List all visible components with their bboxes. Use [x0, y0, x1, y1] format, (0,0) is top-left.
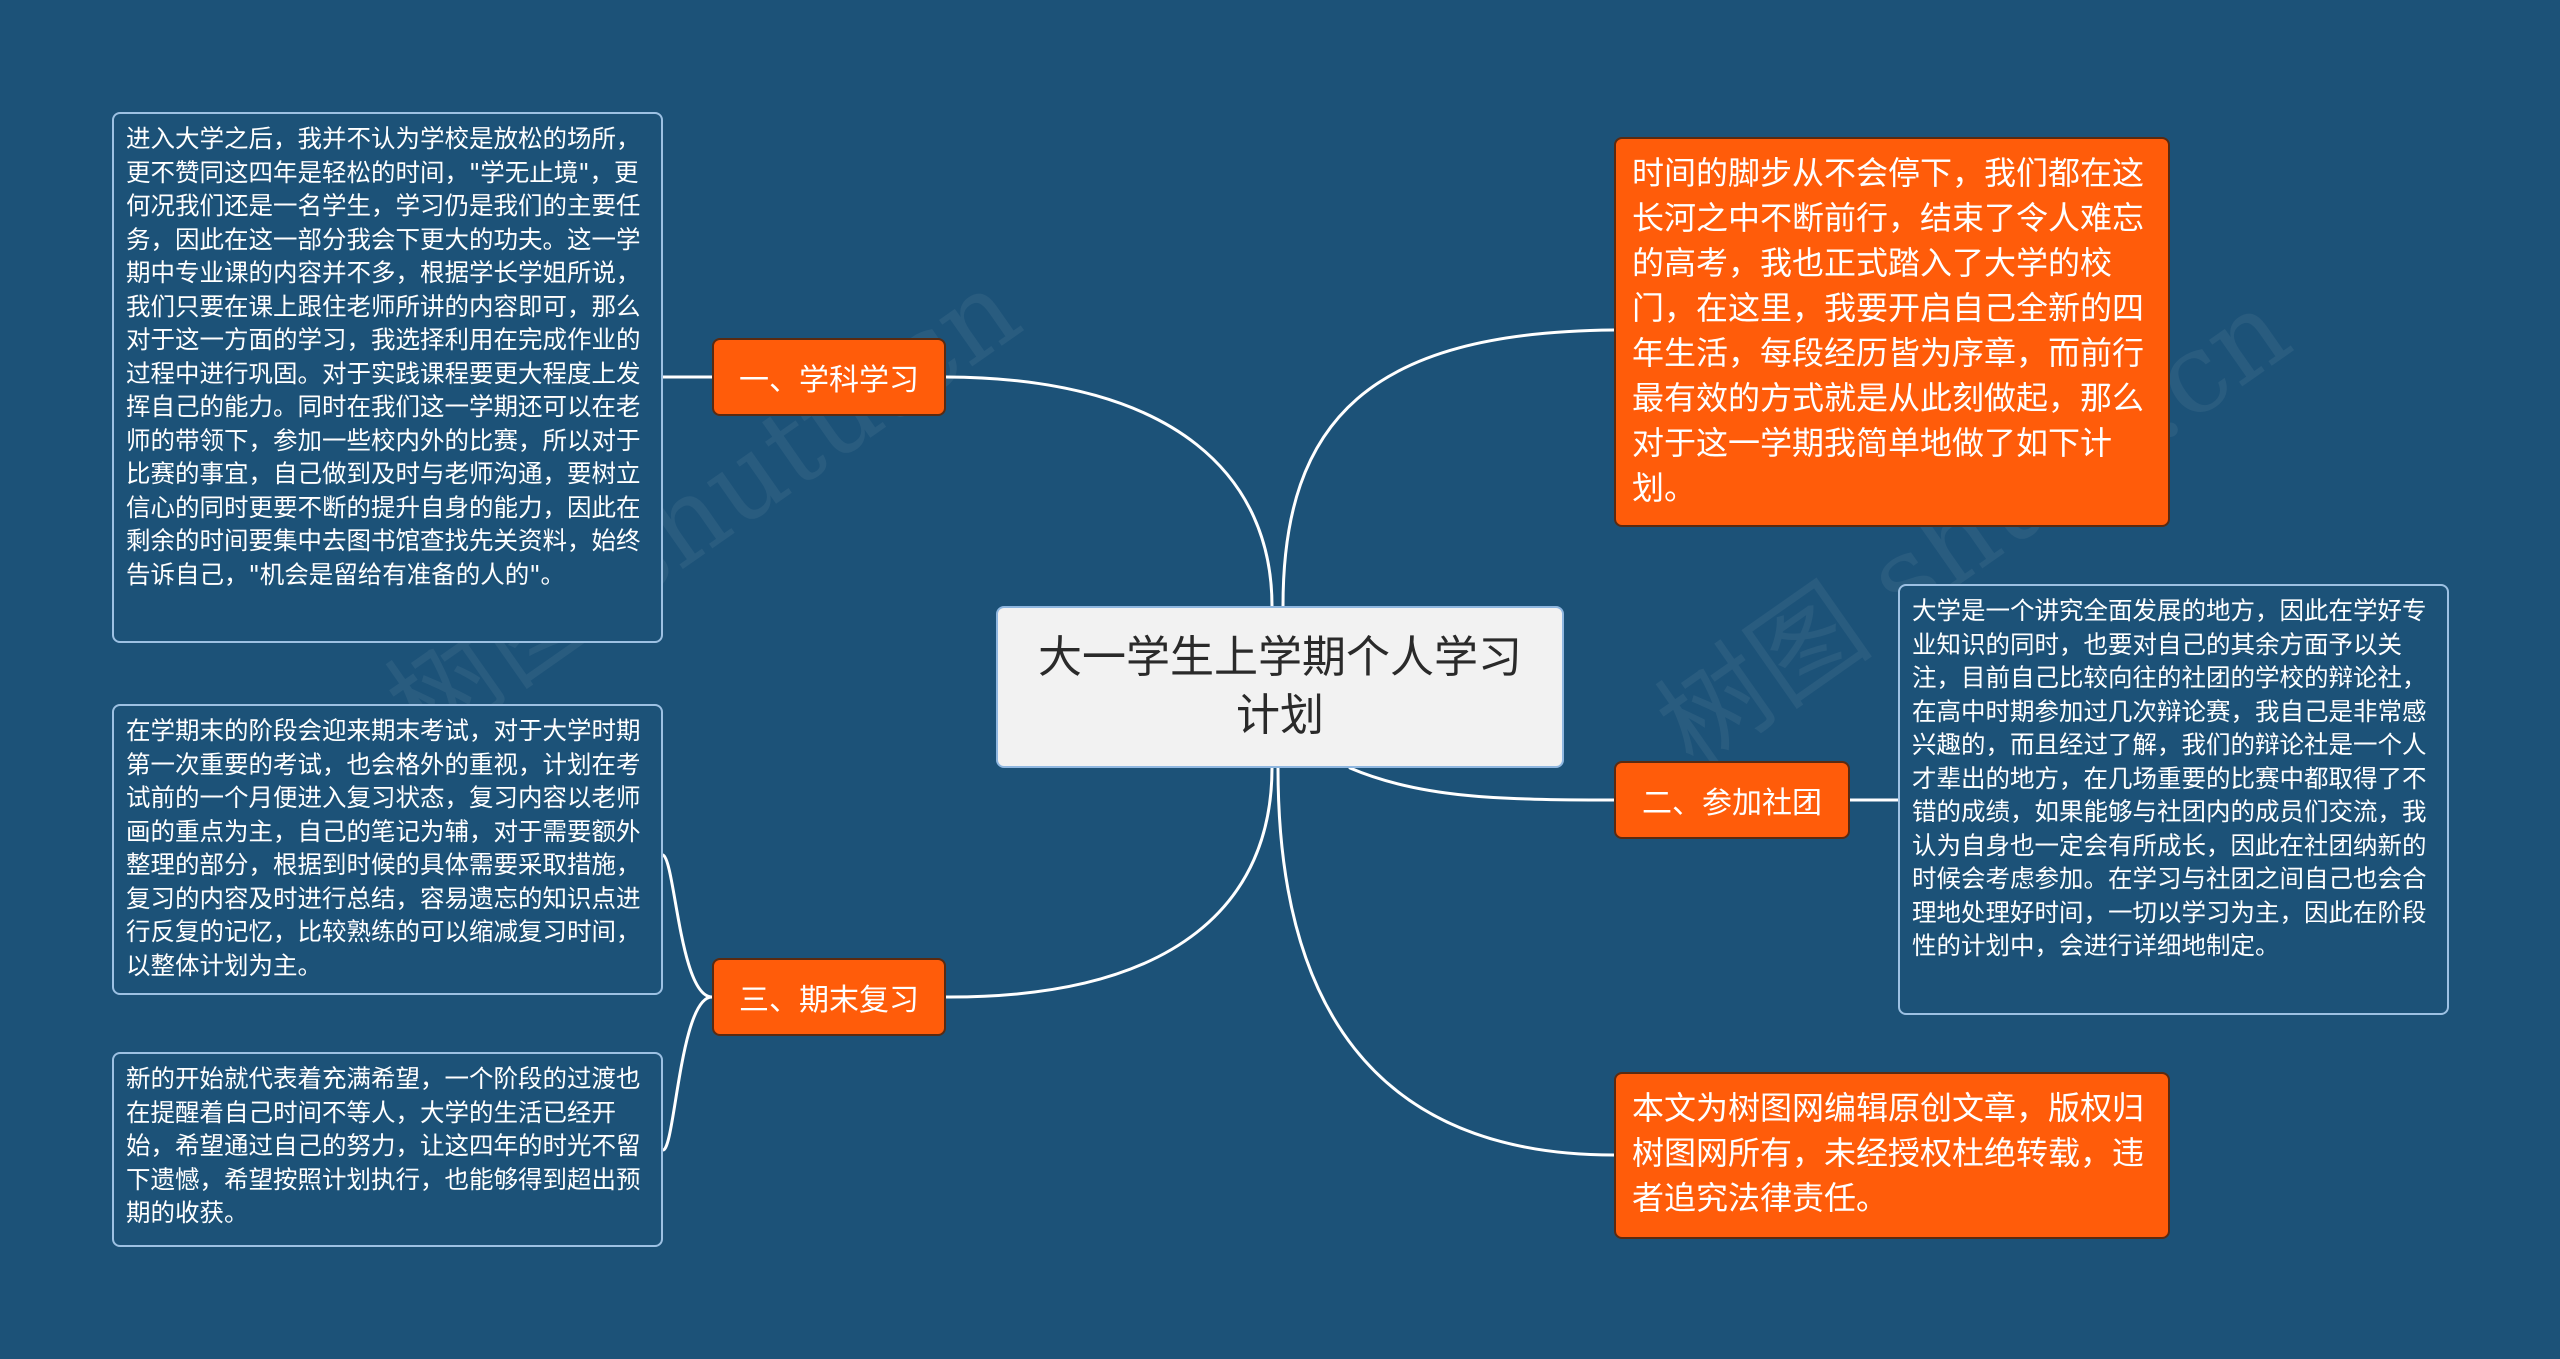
- leaf-text: 在学期末的阶段会迎来期末考试，对于大学时期第一次重要的考试，也会格外的重视，计划…: [126, 716, 641, 980]
- leaf-review-detail[interactable]: 在学期末的阶段会迎来期末考试，对于大学时期第一次重要的考试，也会格外的重视，计划…: [112, 704, 663, 995]
- branch-label: 三、期末复习: [739, 983, 919, 1018]
- branch-label: 二、参加社团: [1642, 786, 1822, 821]
- leaf-text: 新的开始就代表着充满希望，一个阶段的过渡也在提醒着自己时间不等人，大学的生活已经…: [126, 1064, 641, 1227]
- branch-join-club[interactable]: 二、参加社团: [1614, 761, 1850, 839]
- link-root-copyright: [1276, 766, 1616, 1157]
- link-root-intro: [1281, 328, 1616, 608]
- link-review-detail: [661, 853, 714, 999]
- link-review-conclusion: [661, 995, 714, 1152]
- branch-final-review[interactable]: 三、期末复习: [712, 958, 946, 1036]
- leaf-club-detail[interactable]: 大学是一个讲究全面发展的地方，因此在学好专业知识的同时，也要对自己的其余方面予以…: [1898, 584, 2449, 1015]
- intro-text: 时间的脚步从不会停下，我们都在这长河之中不断前行，结束了令人难忘的高考，我也正式…: [1632, 154, 2145, 507]
- branch-label: 一、学科学习: [739, 363, 919, 398]
- leaf-subject-detail[interactable]: 进入大学之后，我并不认为学校是放松的场所，更不赞同这四年是轻松的时间，"学无止境…: [112, 112, 663, 643]
- leaf-text: 大学是一个讲究全面发展的地方，因此在学好专业知识的同时，也要对自己的其余方面予以…: [1912, 596, 2427, 960]
- copyright-text: 本文为树图网编辑原创文章，版权归树图网所有，未经授权杜绝转载，违者追究法律责任。: [1632, 1089, 2145, 1217]
- intro-node[interactable]: 时间的脚步从不会停下，我们都在这长河之中不断前行，结束了令人难忘的高考，我也正式…: [1614, 137, 2170, 527]
- root-topic[interactable]: 大一学生上学期个人学习计划: [996, 606, 1564, 768]
- leaf-conclusion[interactable]: 新的开始就代表着充满希望，一个阶段的过渡也在提醒着自己时间不等人，大学的生活已经…: [112, 1052, 663, 1247]
- link-root-club: [1348, 766, 1616, 802]
- link-root-review: [944, 766, 1274, 999]
- leaf-text: 进入大学之后，我并不认为学校是放松的场所，更不赞同这四年是轻松的时间，"学无止境…: [126, 124, 641, 589]
- branch-subject-study[interactable]: 一、学科学习: [712, 338, 946, 416]
- copyright-node[interactable]: 本文为树图网编辑原创文章，版权归树图网所有，未经授权杜绝转载，违者追究法律责任。: [1614, 1072, 2170, 1239]
- root-title: 大一学生上学期个人学习计划: [1038, 632, 1522, 741]
- link-root-subject: [944, 375, 1274, 608]
